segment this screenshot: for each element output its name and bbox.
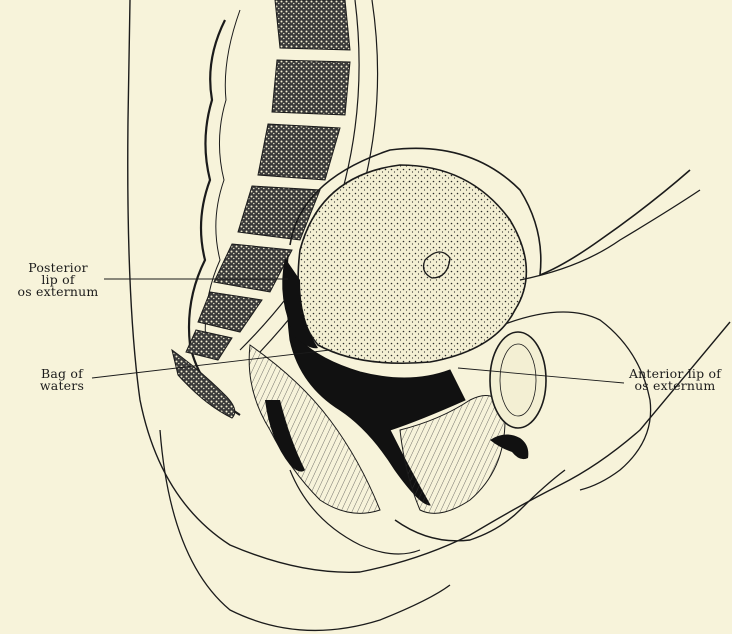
label-bag-of-waters-line-2: waters [22, 380, 102, 392]
label-posterior-lip-line-3: os externum [2, 286, 114, 298]
label-anterior-lip: Anterior lip of os externum [618, 368, 732, 392]
uterine-wall-outer [520, 190, 700, 280]
label-anterior-lip-line-2: os externum [618, 380, 732, 392]
fetal-head [298, 165, 526, 363]
coccyx [172, 350, 235, 418]
label-bag-of-waters: Bag of waters [22, 368, 102, 392]
label-posterior-lip: Posterior lip of os externum [2, 262, 114, 298]
pubic-bone [490, 332, 546, 428]
